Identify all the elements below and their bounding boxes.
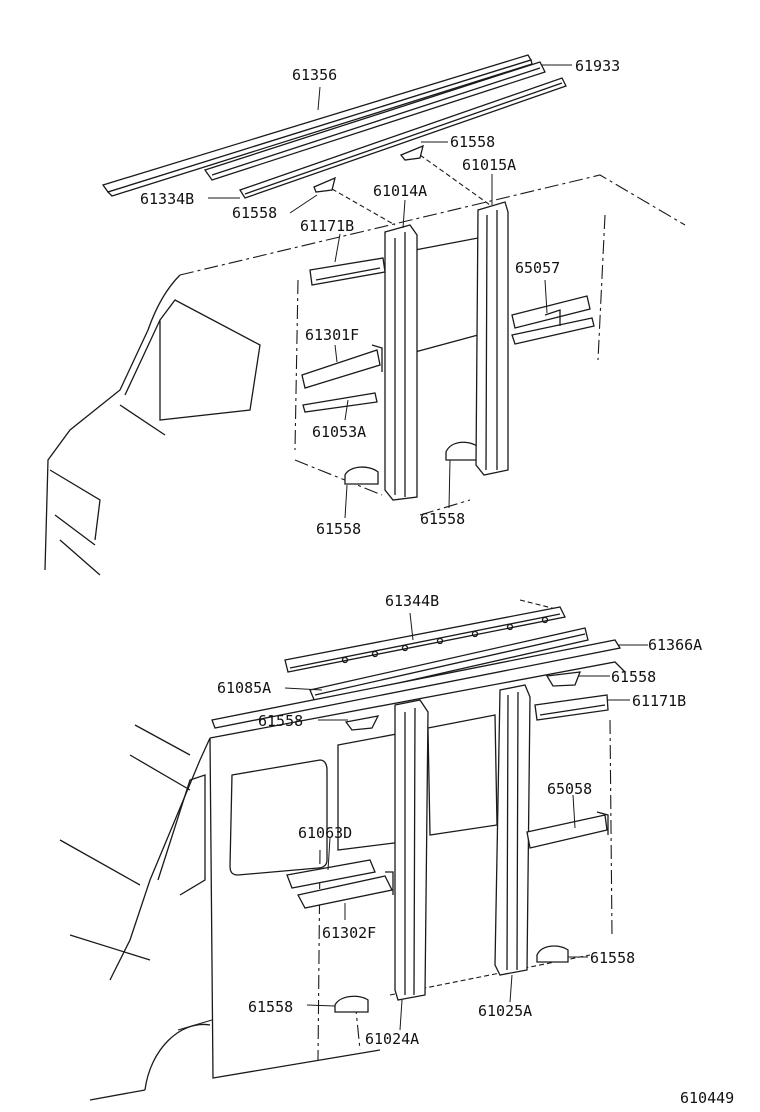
leaders-lower — [284, 612, 648, 1031]
diagram-id: 610449 — [680, 1089, 734, 1107]
label-61558-lower-bottom-right: 61558 — [590, 949, 635, 967]
label-61344B: 61344B — [385, 592, 439, 610]
label-65058: 65058 — [547, 780, 592, 798]
label-61063D: 61063D — [298, 824, 352, 842]
label-61558-lower-bottom-left: 61558 — [248, 998, 293, 1016]
label-61558-upper-bottom-right: 61558 — [420, 510, 465, 528]
label-61334B: 61334B — [140, 190, 194, 208]
label-61558-lower-top-right: 61558 — [611, 668, 656, 686]
label-65057: 65057 — [515, 259, 560, 277]
label-61025A: 61025A — [478, 1002, 532, 1020]
label-61171B-lower: 61171B — [632, 692, 686, 710]
pillars-upper — [384, 201, 509, 501]
upper-van-body — [44, 154, 686, 576]
brackets-upper — [301, 257, 595, 413]
label-61366A: 61366A — [648, 636, 702, 654]
brackets-lower — [286, 694, 609, 909]
label-61171B-upper: 61171B — [300, 217, 354, 235]
label-61085A: 61085A — [217, 679, 271, 697]
label-61015A: 61015A — [462, 156, 516, 174]
label-61302F: 61302F — [322, 924, 376, 942]
lower-van-body — [59, 599, 626, 1101]
label-61356: 61356 — [292, 66, 337, 84]
label-61014A: 61014A — [373, 182, 427, 200]
label-61933: 61933 — [575, 57, 620, 75]
label-61053A: 61053A — [312, 423, 366, 441]
label-61024A: 61024A — [365, 1030, 419, 1048]
labels-upper: 61356 61933 61334B 61558 61015A 61558 61… — [140, 57, 620, 538]
pillars-lower — [394, 684, 531, 1001]
label-61558-upper-bottom-left: 61558 — [316, 520, 361, 538]
upper-assembly: 61356 61933 61334B 61558 61015A 61558 61… — [44, 54, 686, 576]
rail-holes — [341, 616, 549, 664]
leaders-upper — [208, 64, 572, 519]
lower-assembly: 61344B 61366A 61085A 61558 61558 61171B … — [59, 592, 702, 1101]
label-61558-top-right: 61558 — [450, 133, 495, 151]
label-61558-top-left: 61558 — [232, 204, 277, 222]
label-61558-lower-top-left: 61558 — [258, 712, 303, 730]
gusset-parts-lower — [334, 671, 581, 1013]
labels-lower: 61344B 61366A 61085A 61558 61558 61171B … — [217, 592, 702, 1048]
roof-rails-lower — [211, 606, 622, 729]
label-61301F: 61301F — [305, 326, 359, 344]
roof-rails-upper — [101, 54, 567, 199]
gusset-parts-upper — [313, 144, 479, 485]
